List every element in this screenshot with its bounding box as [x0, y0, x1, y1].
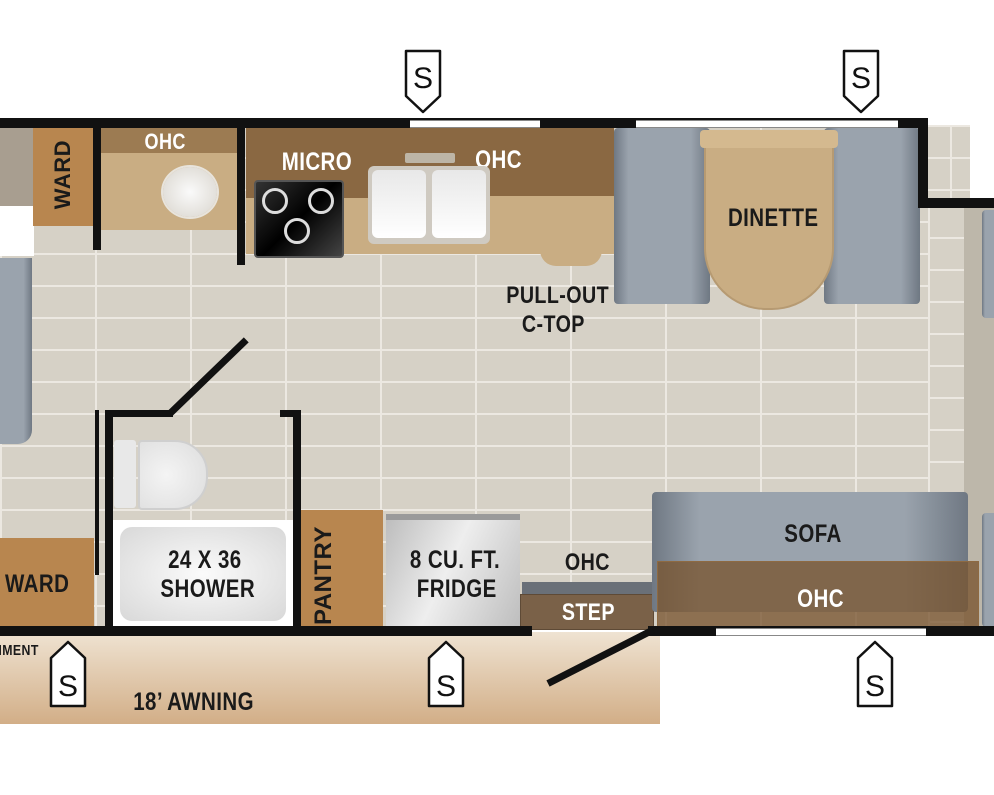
step [520, 594, 654, 630]
wall-bath-left [95, 410, 99, 575]
step-ohc [522, 582, 652, 596]
step-label: STEP [561, 599, 615, 626]
wall-bottom-left [0, 626, 532, 636]
wall-bath-kitchen-divider [237, 125, 245, 265]
stove-icon [254, 180, 344, 258]
burner-icon [284, 218, 310, 244]
sofa-label: SOFA [784, 520, 842, 548]
shower-label-2: SHOWER [160, 575, 256, 603]
window [636, 120, 898, 128]
wall-cab-top [918, 198, 994, 208]
burner-icon [308, 188, 334, 214]
micro-label: MICRO [281, 148, 353, 176]
wall-bath-right-top [280, 410, 300, 417]
window [410, 120, 540, 128]
svg-text:S: S [865, 670, 885, 703]
wardrobe-top-label: WARD [50, 140, 75, 210]
dinette-label: DINETTE [727, 204, 819, 232]
wardrobe-bottom-label: WARD [5, 570, 70, 598]
fridge-label-2: FRIDGE [416, 575, 497, 603]
pantry-label: PANTRY [310, 526, 337, 625]
sofa-ohc-label: OHC [797, 585, 844, 613]
kitchen-sink-icon [368, 166, 490, 244]
wall-bath-top [105, 410, 173, 417]
window [716, 628, 926, 636]
pullout-label-2: C-TOP [521, 311, 585, 338]
toilet-tank [114, 440, 136, 508]
wardrobe-bottom [0, 538, 94, 628]
slide-marker-icon: S [856, 640, 894, 708]
rear-bed [0, 258, 32, 444]
pantry [301, 510, 383, 628]
dinette-table-top [700, 130, 838, 148]
compartment-label: IMENT [0, 642, 39, 659]
awning-label: 18’ AWNING [133, 688, 254, 716]
sofa-ohc [657, 561, 979, 630]
vanity-ohc-label: OHC [144, 129, 186, 154]
step-ohc-label: OHC [564, 549, 610, 576]
shower-label-1: 24 X 36 [168, 546, 242, 574]
slide-marker-icon: S [404, 49, 442, 114]
rear-counter [0, 126, 34, 206]
toilet-icon [138, 440, 208, 510]
slide-marker-icon: S [49, 640, 87, 708]
fridge [386, 514, 520, 634]
vanity-ohc [100, 128, 238, 153]
cab-seat-driver [982, 210, 994, 318]
cab-seat-passenger [982, 513, 994, 627]
dinette-table [706, 148, 832, 308]
shower-pan [120, 527, 286, 621]
slide-marker-icon: S [427, 640, 465, 708]
fridge-label-1: 8 CU. FT. [409, 546, 501, 574]
dinette-seat-right [824, 128, 920, 304]
slide-marker-icon: S [842, 49, 880, 114]
svg-text:S: S [58, 670, 78, 703]
pullout-label-1: PULL-OUT [506, 282, 610, 309]
svg-text:S: S [413, 62, 433, 95]
wall-ward-divider [93, 125, 101, 250]
sink-icon [163, 167, 217, 217]
rear-bed-sheet [0, 206, 34, 256]
dinette-seat-left [614, 128, 710, 304]
wardrobe-top [33, 128, 93, 226]
pullout-ctop [540, 250, 602, 266]
wall-bath-right [293, 410, 301, 628]
faucet-icon [405, 153, 455, 163]
wall-bath-left-inner [105, 410, 113, 628]
burner-icon [262, 188, 288, 214]
svg-text:S: S [436, 670, 456, 703]
svg-text:S: S [851, 62, 871, 95]
wall-cab-vertical [918, 118, 928, 208]
